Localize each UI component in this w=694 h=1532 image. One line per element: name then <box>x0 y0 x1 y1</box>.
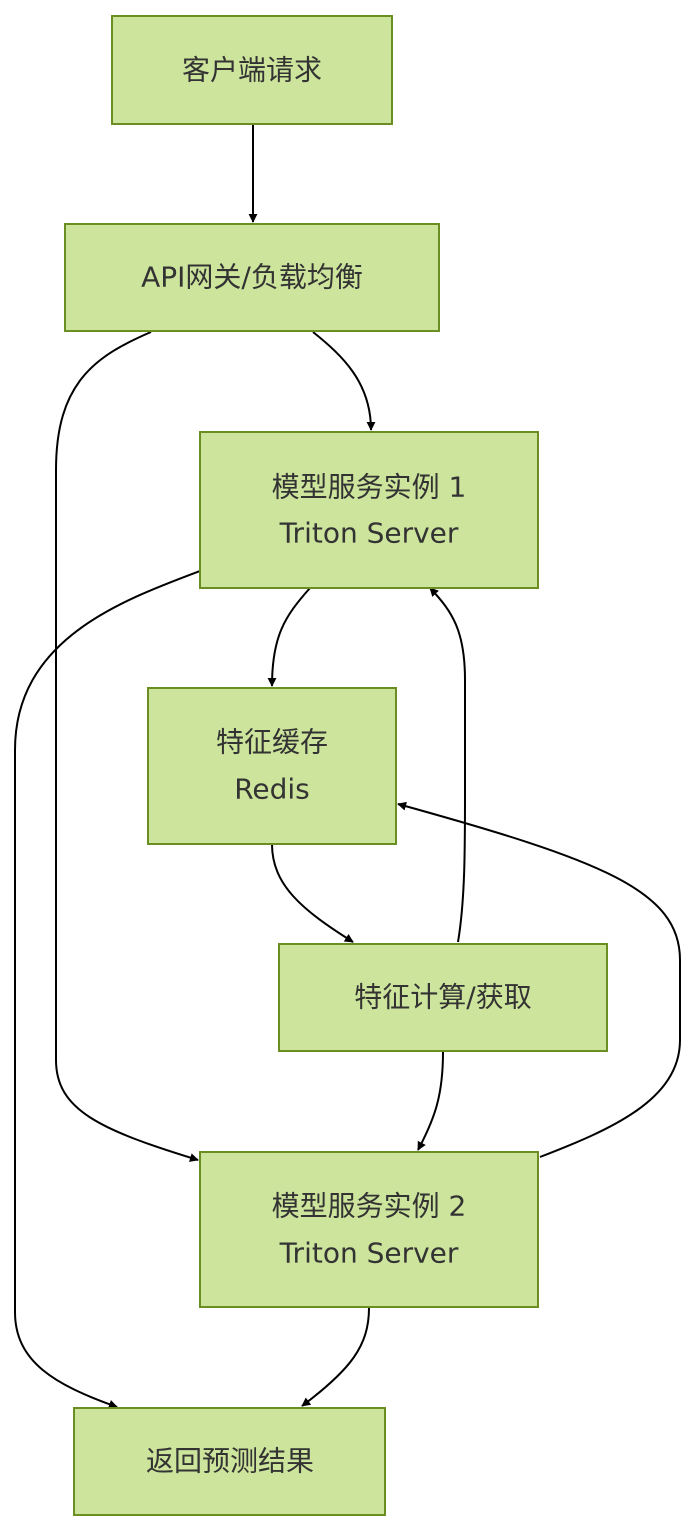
node-client-request-label: 客户端请求 <box>182 54 322 87</box>
edge-model1-to-result <box>14 570 201 1409</box>
edge-feature-to-model1 <box>429 587 466 943</box>
node-model-instance-2[interactable]: 模型服务实例 2 Triton Server <box>199 1151 539 1308</box>
node-feature-compute[interactable]: 特征计算/获取 <box>278 943 608 1052</box>
node-model-instance-2-title: 模型服务实例 2 <box>272 1190 467 1223</box>
node-api-gateway-label: API网关/负载均衡 <box>141 261 363 294</box>
node-model-instance-1-subtitle: Triton Server <box>279 517 459 550</box>
node-return-result[interactable]: 返回预测结果 <box>73 1407 386 1516</box>
node-model-instance-2-subtitle: Triton Server <box>279 1237 459 1270</box>
edge-gateway-to-model1 <box>312 331 376 431</box>
node-feature-compute-label: 特征计算/获取 <box>354 981 531 1014</box>
node-model-instance-1[interactable]: 模型服务实例 1 Triton Server <box>199 431 539 589</box>
edge-model2-to-result <box>301 1307 370 1407</box>
edge-model2-to-cache <box>397 801 681 1158</box>
node-client-request[interactable]: 客户端请求 <box>111 15 393 125</box>
edge-cache-to-feature <box>271 843 354 943</box>
edge-gateway-to-model2 <box>55 331 199 1162</box>
node-feature-cache-title: 特征缓存 <box>216 726 328 759</box>
node-model-instance-1-title: 模型服务实例 1 <box>272 471 467 504</box>
node-feature-cache-subtitle: Redis <box>234 773 310 806</box>
edges <box>14 124 681 1409</box>
edge-model1-to-cache <box>267 587 311 687</box>
edge-feature-to-model2 <box>417 1051 444 1151</box>
node-feature-cache[interactable]: 特征缓存 Redis <box>147 687 397 845</box>
node-return-result-label: 返回预测结果 <box>146 1445 314 1478</box>
node-api-gateway[interactable]: API网关/负载均衡 <box>64 223 440 332</box>
